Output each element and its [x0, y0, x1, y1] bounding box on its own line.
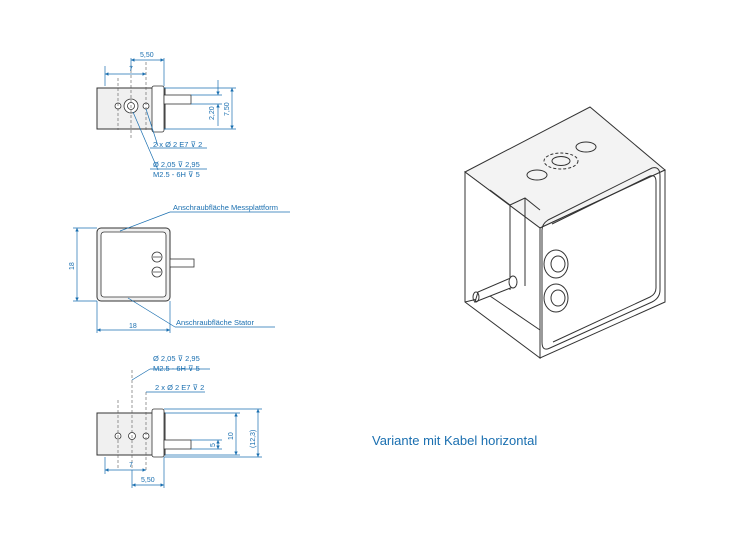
- bottom-view-cable: [163, 439, 192, 450]
- front-view-face: [100, 231, 167, 298]
- bottom-note-pin-holes: 2 x Ø 2 E7 ⊽ 2: [155, 383, 204, 392]
- front-view-cable: [169, 258, 195, 268]
- front-dim-height: 18: [69, 262, 76, 270]
- iso-screw-bottom: [543, 283, 569, 313]
- top-dim-5-50: 5,50: [140, 52, 154, 59]
- bottom-view: Ø 2,05 ⊽ 2,95 M2.5 - 6H ⊽ 5 2 x Ø 2 E7 ⊽…: [96, 354, 262, 488]
- top-dim-7: 7: [129, 66, 133, 73]
- iso-top-hole-3: [575, 141, 597, 153]
- iso-top-hole-2: [543, 152, 579, 170]
- front-label-platform: Anschraubfläche Messplattform: [173, 203, 278, 212]
- top-note-pin-holes: 2 x Ø 2 E7 ⊽ 2: [153, 140, 202, 149]
- isometric-view: [464, 106, 666, 359]
- bottom-dim-5: 5: [210, 443, 217, 447]
- iso-top-hole-1: [526, 169, 548, 181]
- top-view-clamp: [151, 85, 165, 133]
- caption: Variante mit Kabel horizontal: [372, 433, 537, 448]
- front-label-stator: Anschraubfläche Stator: [176, 318, 254, 327]
- front-dim-width: 18: [129, 323, 137, 330]
- bottom-note-bore: Ø 2,05 ⊽ 2,95: [153, 354, 200, 363]
- bottom-dim-12-3: (12,3): [250, 430, 257, 448]
- bottom-dim-7: 7: [129, 462, 133, 469]
- front-view: Anschraubfläche Messplattform Anschraubf…: [69, 203, 290, 333]
- bottom-dim-5-50: 5,50: [141, 477, 155, 484]
- top-dim-2-20: 2,20: [209, 106, 216, 120]
- top-dim-7-50: 7,50: [224, 102, 231, 116]
- iso-screw-top: [543, 249, 569, 279]
- bottom-view-clamp: [151, 408, 165, 458]
- bottom-note-thread: M2.5 - 6H ⊽ 5: [153, 364, 200, 373]
- top-note-thread: M2.5 - 6H ⊽ 5: [153, 170, 200, 179]
- top-view-cable: [163, 94, 192, 105]
- top-note-bore: Ø 2,05 ⊽ 2,95: [153, 160, 200, 169]
- bottom-dim-10: 10: [228, 432, 235, 440]
- iso-top-hole-inner: [551, 156, 571, 166]
- top-view: 5,50 7 2,20 7,50 2 x Ø 2 E7 ⊽ 2 Ø 2,05 ⊽…: [96, 52, 236, 179]
